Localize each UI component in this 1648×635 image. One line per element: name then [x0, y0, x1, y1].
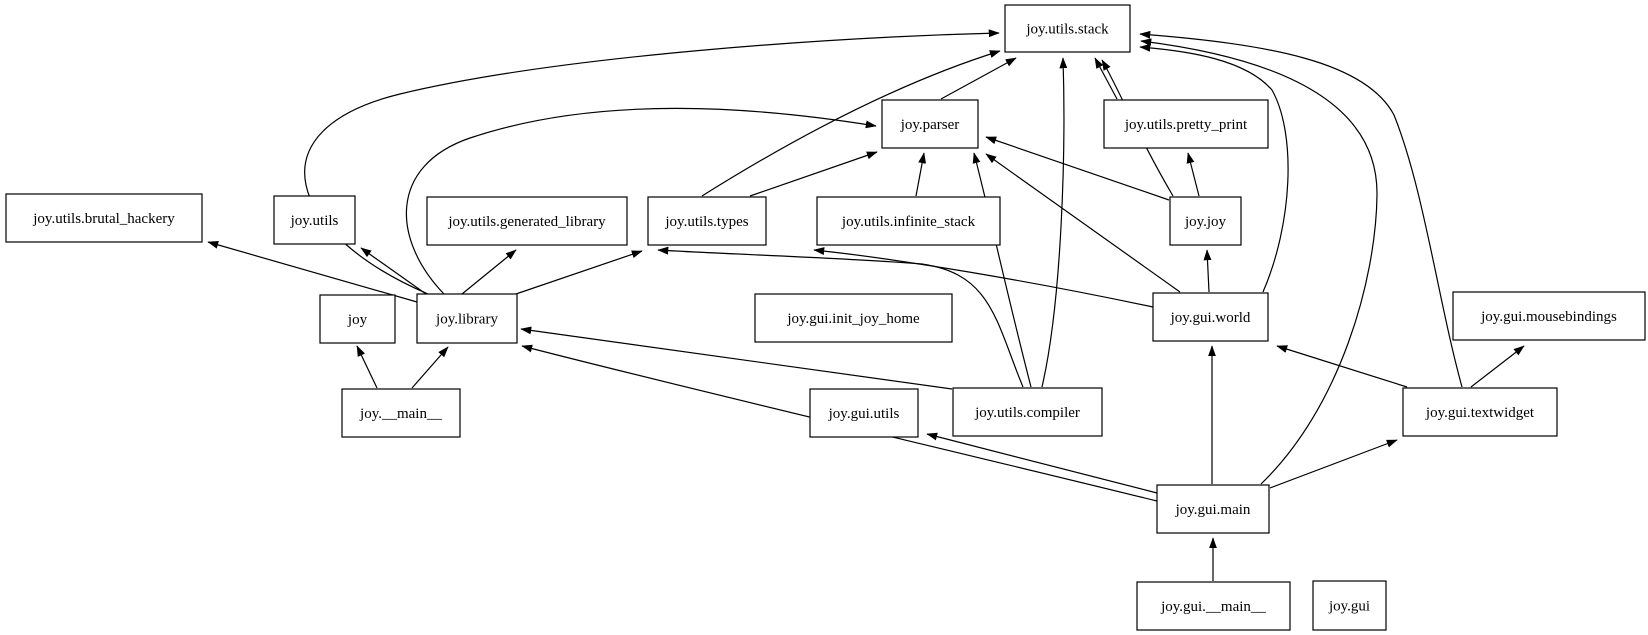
node-label-joy_gui_world: joy.gui.world — [1170, 310, 1251, 326]
edge-joy_gui_main-to-joy_gui_textwidget — [1269, 439, 1398, 489]
node-joy_utils_generated_library: joy.utils.generated_library — [426, 196, 628, 246]
node-joy_utils_compiler: joy.utils.compiler — [952, 387, 1103, 437]
node-joy_library: joy.library — [416, 293, 518, 344]
edge-joy___main__-to-joy_library — [411, 346, 449, 389]
node-box-joy_gui___main__ — [1136, 581, 1291, 631]
node-label-joy_utils_infinite_stack: joy.utils.infinite_stack — [841, 214, 976, 230]
node-label-joy_utils_types: joy.utils.types — [664, 214, 748, 230]
edge-joy_utils_infinite_stack-to-joy_parser — [915, 152, 927, 197]
edge-joy_utils_compiler-to-joy_library — [520, 326, 953, 390]
node-label-joy_parser: joy.parser — [900, 117, 960, 133]
node-joy_utils_types: joy.utils.types — [647, 196, 767, 246]
edge-joy_library-to-joy_utils_stack — [304, 29, 1000, 295]
edge-joy_gui_main-to-joy_gui_utils — [926, 432, 1158, 494]
node-label-joy: joy — [347, 312, 368, 328]
node-joy_utils_stack: joy.utils.stack — [1004, 4, 1131, 53]
node-box-joy_gui_textwidget — [1402, 387, 1558, 437]
node-label-joy_gui: joy.gui — [1328, 599, 1370, 615]
edge-joy_utils_compiler-to-joy_utils_types — [657, 246, 1024, 388]
node-box-joy_gui_utils — [809, 388, 919, 438]
edge-joy_parser-to-joy_utils_stack — [940, 57, 1017, 100]
edge-joy_gui_world-to-joy_utils_types — [813, 247, 1154, 308]
node-joy_gui_main: joy.gui.main — [1156, 484, 1270, 534]
edge-joy_gui_world-to-joy_joy — [1203, 249, 1212, 293]
node-joy: joy — [319, 294, 396, 344]
edge-joy_gui_world-to-joy_utils_stack — [1139, 43, 1289, 293]
node-box-joy — [319, 294, 396, 344]
node-box-joy_gui_world — [1152, 292, 1269, 342]
edge-joy_utils_types-to-joy_parser — [749, 151, 878, 197]
node-box-joy_gui_init_joy_home — [754, 293, 953, 343]
edge-joy_gui_main-to-joy_utils_stack — [1140, 38, 1378, 485]
edge-joy___main__-to-joy — [356, 345, 378, 389]
node-box-joy_utils_infinite_stack — [816, 196, 1001, 246]
node-label-joy_library: joy.library — [435, 312, 498, 328]
node-box-joy_parser — [881, 99, 979, 149]
node-joy_gui_utils: joy.gui.utils — [809, 388, 919, 438]
edge-joy_library-to-joy_utils_generated_library — [461, 249, 517, 295]
node-box-joy_utils_stack — [1004, 4, 1131, 53]
node-joy_gui___main__: joy.gui.__main__ — [1136, 581, 1291, 631]
node-label-joy_utils_pretty_print: joy.utils.pretty_print — [1124, 117, 1248, 133]
node-box-joy_utils_compiler — [952, 387, 1103, 437]
edge-joy_utils_types-to-joy_utils_stack — [701, 50, 1001, 197]
node-box-joy_utils — [273, 195, 356, 245]
node-joy_utils: joy.utils — [273, 195, 356, 245]
node-label-joy_gui_textwidget: joy.gui.textwidget — [1425, 405, 1535, 421]
node-label-joy_gui_init_joy_home: joy.gui.init_joy_home — [786, 311, 920, 327]
node-box-joy_utils_generated_library — [426, 196, 628, 246]
node-joy_gui_textwidget: joy.gui.textwidget — [1402, 387, 1558, 437]
edge-joy_library-to-joy_utils_brutal_hackery — [207, 241, 418, 303]
node-label-joy_gui___main__: joy.gui.__main__ — [1160, 599, 1266, 615]
node-box-joy_utils_brutal_hackery — [5, 193, 203, 243]
node-joy_utils_brutal_hackery: joy.utils.brutal_hackery — [5, 193, 203, 243]
node-label-joy___main__: joy.__main__ — [359, 406, 442, 422]
node-box-joy___main__ — [341, 388, 461, 438]
edge-joy_gui_textwidget-to-joy_utils_stack — [1139, 30, 1463, 388]
edge-joy_gui_world-to-joy_parser — [985, 153, 1181, 293]
edge-joy_library-to-joy_utils_types — [512, 250, 643, 296]
edge-joy_library-to-joy_utils — [360, 247, 427, 295]
node-label-joy_utils_generated_library: joy.utils.generated_library — [447, 214, 606, 230]
node-label-joy_utils: joy.utils — [290, 213, 339, 229]
node-box-joy_gui_mousebindings — [1452, 291, 1646, 341]
node-label-joy_utils_brutal_hackery: joy.utils.brutal_hackery — [32, 211, 175, 227]
node-joy_utils_infinite_stack: joy.utils.infinite_stack — [816, 196, 1001, 246]
nodes-layer: joy.utils.stack joy.parser joy.utils.prett… — [5, 4, 1646, 631]
node-joy___main__: joy.__main__ — [341, 388, 461, 438]
edge-joy_utils_compiler-to-joy_utils_stack — [1041, 57, 1068, 388]
edge-joy_gui_textwidget-to-joy_gui_mousebindings — [1470, 345, 1525, 388]
node-box-joy_gui — [1312, 580, 1387, 631]
edge-joy_joy-to-joy_parser — [985, 136, 1170, 201]
node-label-joy_joy: joy.joy — [1184, 214, 1227, 230]
node-joy_parser: joy.parser — [881, 99, 979, 149]
node-joy_gui_world: joy.gui.world — [1152, 292, 1269, 342]
edge-joy_joy-to-joy_utils_pretty_print — [1186, 152, 1200, 197]
edge-joy_utils_compiler-to-joy_parser — [972, 152, 1032, 388]
node-joy_utils_pretty_print: joy.utils.pretty_print — [1103, 99, 1269, 149]
edge-joy_gui_textwidget-to-joy_gui_world — [1276, 345, 1408, 388]
node-box-joy_joy — [1169, 196, 1242, 246]
node-box-joy_utils_pretty_print — [1103, 99, 1269, 149]
edge-joy_utils_pretty_print-to-joy_utils_stack — [1094, 57, 1118, 100]
node-label-joy_utils_stack: joy.utils.stack — [1025, 22, 1109, 38]
node-label-joy_gui_utils: joy.gui.utils — [828, 406, 900, 422]
node-box-joy_gui_main — [1156, 484, 1270, 534]
node-joy_gui: joy.gui — [1312, 580, 1387, 631]
node-box-joy_utils_types — [647, 196, 767, 246]
node-joy_gui_mousebindings: joy.gui.mousebindings — [1452, 291, 1646, 341]
node-label-joy_utils_compiler: joy.utils.compiler — [974, 405, 1080, 421]
node-label-joy_gui_main: joy.gui.main — [1175, 502, 1251, 518]
node-box-joy_library — [416, 293, 518, 344]
node-label-joy_gui_mousebindings: joy.gui.mousebindings — [1480, 309, 1617, 325]
edge-joy_library-to-joy_parser — [405, 107, 877, 295]
node-joy_gui_init_joy_home: joy.gui.init_joy_home — [754, 293, 953, 343]
node-joy_joy: joy.joy — [1169, 196, 1242, 246]
